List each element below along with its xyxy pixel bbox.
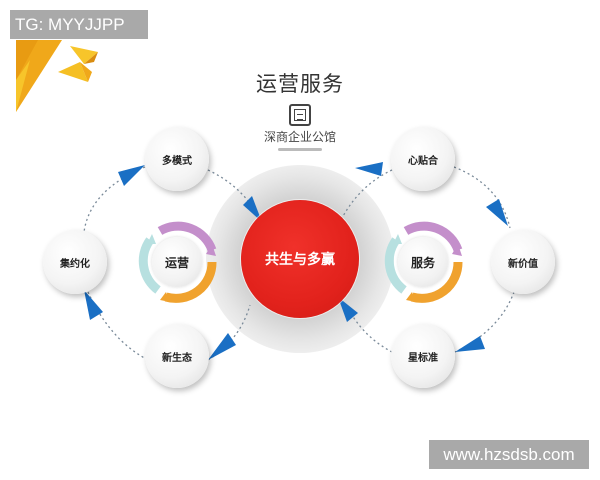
hub-service: 服务 bbox=[398, 237, 448, 287]
hub-operations: 运营 bbox=[152, 237, 202, 287]
center-label: 共生与多赢 bbox=[265, 252, 335, 268]
logo-name: 深商企业公馆 bbox=[263, 130, 336, 144]
node-multi-mode: 多模式 bbox=[145, 127, 209, 191]
center-core: 共生与多赢 bbox=[241, 200, 359, 318]
logo-subtitle bbox=[278, 148, 322, 151]
hub-service-label: 服务 bbox=[410, 255, 435, 270]
node-heart-fit: 心贴合 bbox=[391, 127, 455, 191]
page-title: 运营服务 bbox=[256, 72, 344, 96]
watermark-top-left: TG: MYYJJPP bbox=[10, 10, 148, 39]
node-star-standard: 星标准 bbox=[391, 324, 455, 388]
brand-logo: 深商企业公馆 bbox=[255, 104, 345, 151]
node-label: 新生态 bbox=[162, 352, 192, 364]
node-label: 多模式 bbox=[162, 155, 192, 167]
node-new-value: 新价值 bbox=[491, 230, 555, 294]
logo-seal-icon bbox=[289, 104, 311, 126]
node-intensification: 集约化 bbox=[43, 230, 107, 294]
node-label: 心贴合 bbox=[408, 155, 438, 167]
node-new-ecology: 新生态 bbox=[145, 324, 209, 388]
node-label: 新价值 bbox=[508, 258, 538, 270]
hub-operations-label: 运营 bbox=[164, 255, 189, 270]
node-label: 集约化 bbox=[60, 258, 90, 270]
node-label: 星标准 bbox=[408, 352, 438, 364]
watermark-bottom-right: www.hzsdsb.com bbox=[429, 440, 589, 469]
